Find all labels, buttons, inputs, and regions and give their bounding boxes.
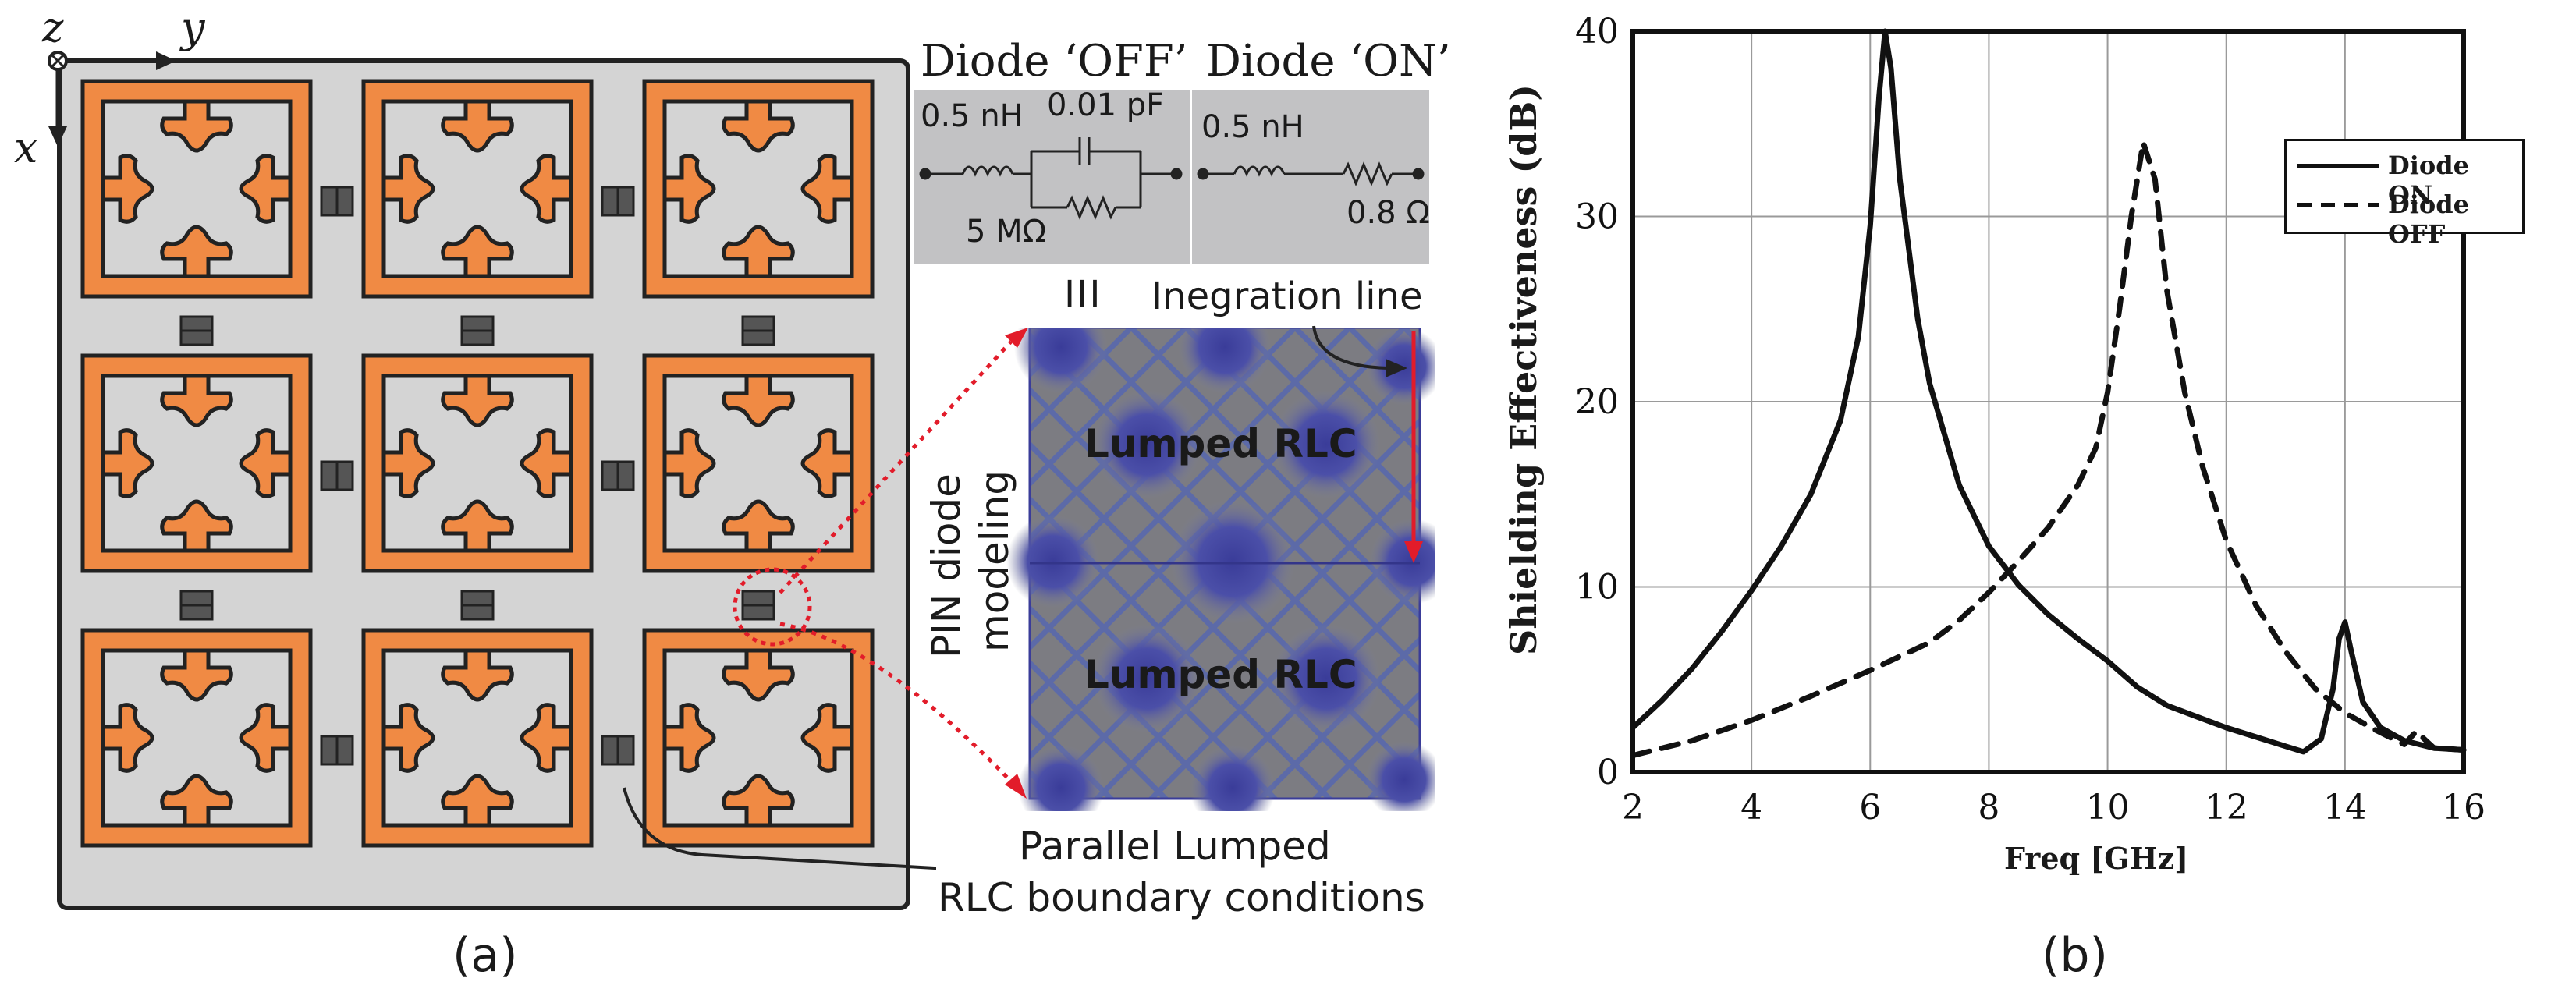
- axis-y-label: y: [181, 3, 205, 52]
- axis-z-label: z: [42, 5, 64, 51]
- on-resistance-label: 0.8 Ω: [1347, 195, 1430, 231]
- y-tick-label: 40: [1575, 12, 1619, 51]
- x-tick-label: 16: [2442, 788, 2486, 828]
- y-tick-label: 10: [1575, 568, 1619, 608]
- legend-label-on: Diode ON: [2388, 151, 2469, 210]
- y-axis-label: Shielding Effectiveness (dB): [1503, 83, 1545, 655]
- field-map: [1006, 328, 1435, 811]
- lumped-rlc-top: Lumped RLC: [1084, 421, 1357, 466]
- diode-highlight-circle: [733, 567, 812, 647]
- integration-arrow: [1312, 325, 1407, 377]
- diode-on-title: Diode ‘ON’: [1206, 36, 1451, 87]
- shielding-chart: 2 4 6 8 10 12 14 16 0 10 20 30 40: [1575, 12, 2486, 828]
- y-tick-label: 0: [1597, 753, 1619, 792]
- x-axis-label: Freq [GHz]: [2004, 841, 2189, 876]
- off-inductance-label: 0.5 nH: [921, 98, 1024, 134]
- integration-line-label: Inegration line: [1151, 275, 1423, 318]
- y-tick-label: 30: [1575, 197, 1619, 237]
- x-tick-label: 14: [2323, 788, 2367, 828]
- parallel-lumped-line1: Parallel Lumped: [1019, 824, 1331, 869]
- boundary-arrow: [623, 787, 936, 870]
- diode-off-circuit: [919, 137, 1183, 220]
- on-inductance-label: 0.5 nH: [1201, 109, 1304, 145]
- metasurface-array: [48, 51, 936, 910]
- x-tick-label: 2: [1622, 788, 1644, 828]
- caption-b: (b): [2042, 928, 2108, 983]
- caption-a: (a): [452, 928, 518, 983]
- x-tick-label: 8: [1978, 788, 1999, 828]
- axis-x-label: x: [14, 123, 38, 172]
- equivalent-circuits: [914, 90, 1429, 264]
- x-tick-label: 12: [2205, 788, 2248, 828]
- series-diode-off-line: [1630, 140, 2467, 759]
- port-mark: III: [1064, 273, 1102, 317]
- lumped-rlc-bottom: Lumped RLC: [1084, 652, 1357, 697]
- chart-legend: Diode ON Diode OFF: [2284, 139, 2525, 249]
- off-resistance-label: 5 MΩ: [966, 214, 1047, 250]
- parallel-lumped-line2: RLC boundary conditions: [938, 875, 1425, 920]
- diode-off-circuit-box: [914, 90, 1190, 264]
- off-capacitance-label: 0.01 pF: [1047, 87, 1165, 123]
- x-tick-label: 6: [1859, 788, 1881, 828]
- x-tick-label: 10: [2086, 788, 2130, 828]
- series-diode-on-line: [1630, 28, 2467, 755]
- diode-off-title: Diode ‘OFF’: [921, 36, 1188, 87]
- x-tick-label: 4: [1740, 788, 1762, 828]
- y-tick-label: 20: [1575, 382, 1619, 422]
- zoom-lines: [779, 328, 1028, 799]
- diode-on-circuit: [1197, 161, 1425, 186]
- legend-label-off: Diode OFF: [2388, 190, 2469, 249]
